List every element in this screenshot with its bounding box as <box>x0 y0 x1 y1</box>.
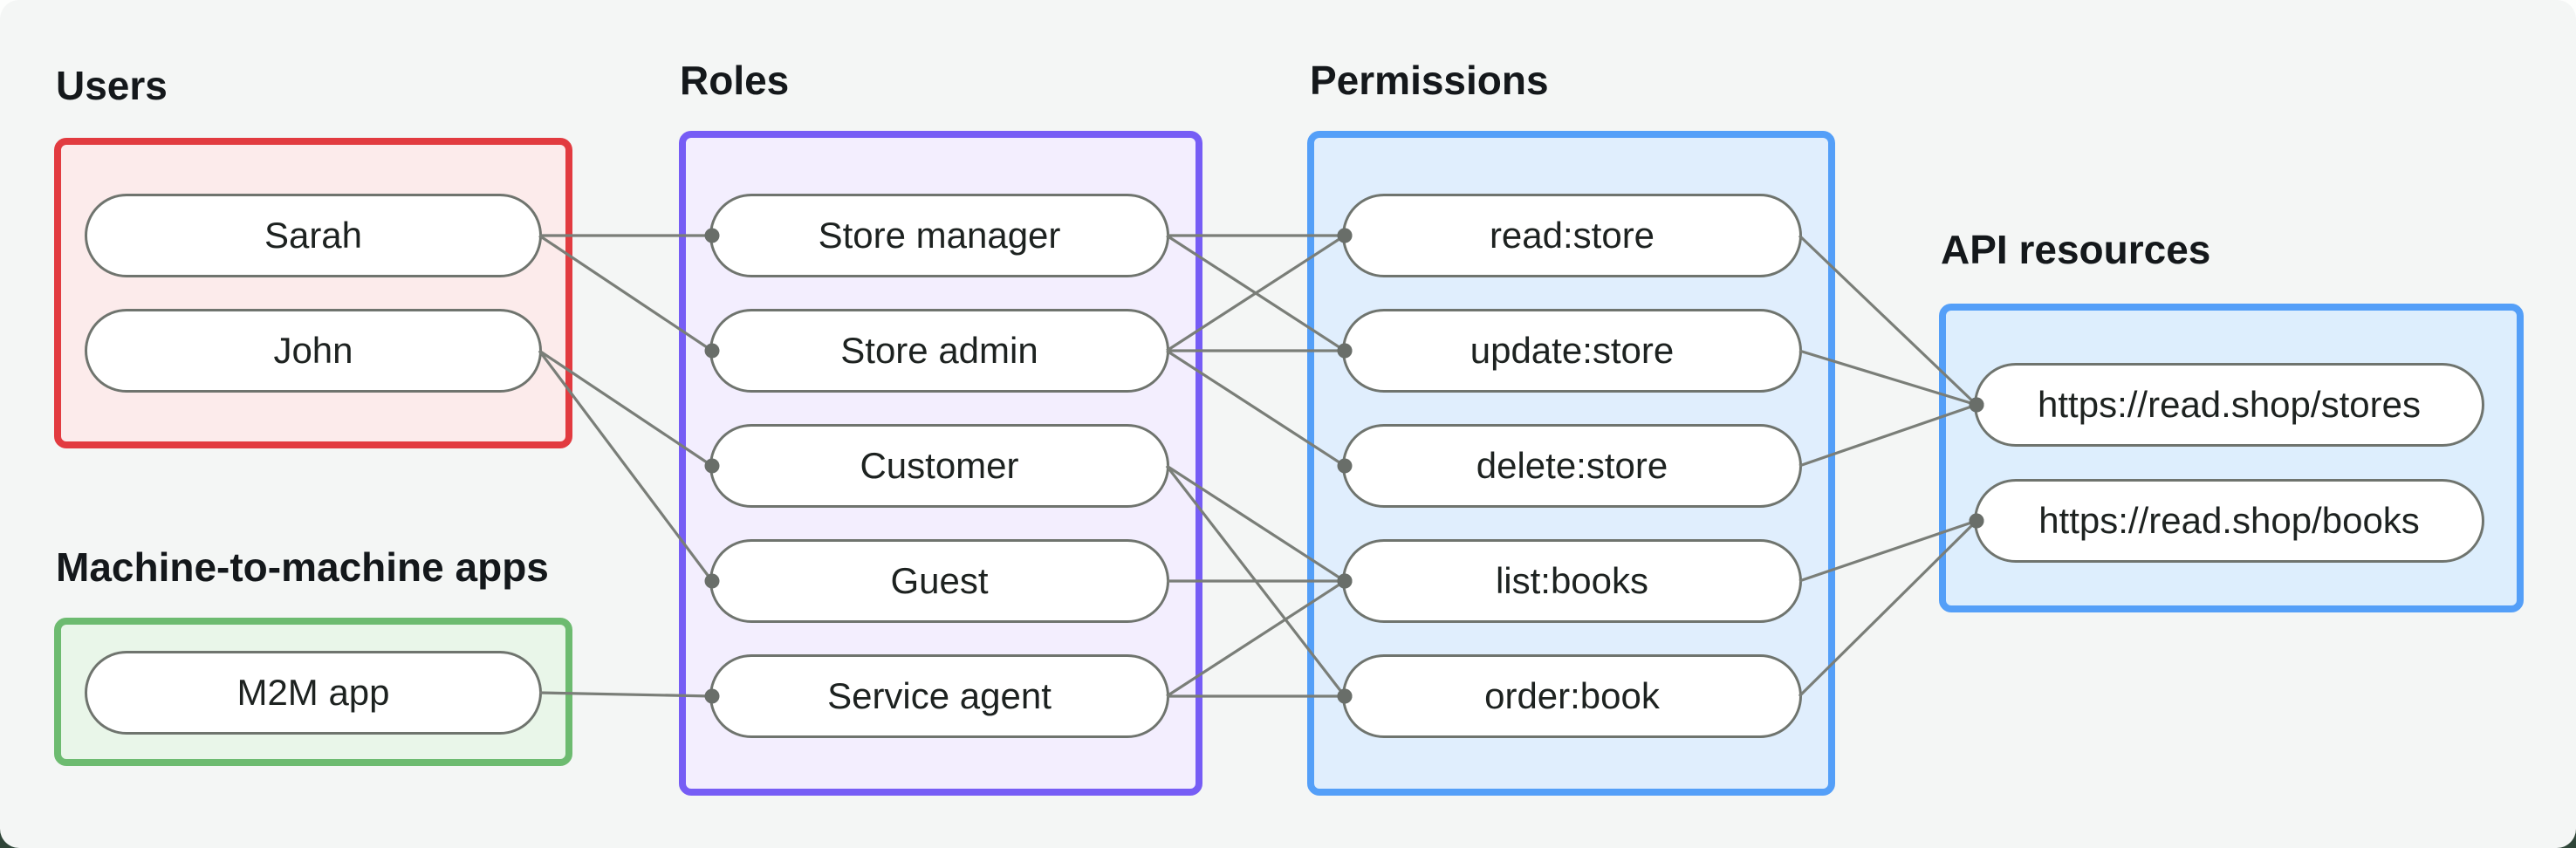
node-label: Customer <box>860 445 1019 486</box>
node-user-john: John <box>85 309 542 393</box>
node-role-guest: Guest <box>709 539 1169 623</box>
node-label: update:store <box>1470 330 1675 371</box>
api-resources-group-label: API resources <box>1941 227 2211 272</box>
m2m-group-label: Machine-to-machine apps <box>56 544 549 590</box>
node-api-resource-books: https://read.shop/books <box>1974 479 2484 563</box>
node-label: list:books <box>1495 560 1649 601</box>
node-role-customer: Customer <box>709 424 1169 508</box>
node-label: https://read.shop/books <box>2038 500 2420 541</box>
users-group-box <box>54 138 572 448</box>
node-label: M2M app <box>236 672 390 713</box>
node-role-service-agent: Service agent <box>709 654 1169 738</box>
node-role-store-admin: Store admin <box>709 309 1169 393</box>
node-label: Service agent <box>827 675 1052 716</box>
users-group-label: Users <box>56 63 168 108</box>
node-permission-delete-store: delete:store <box>1342 424 1802 508</box>
node-permission-update-store: update:store <box>1342 309 1802 393</box>
node-user-sarah: Sarah <box>85 194 542 277</box>
api-resources-group-box <box>1939 304 2524 612</box>
node-permission-order-book: order:book <box>1342 654 1802 738</box>
node-label: Sarah <box>264 215 363 256</box>
node-label: delete:store <box>1476 445 1668 486</box>
node-label: read:store <box>1489 215 1655 256</box>
node-label: Guest <box>890 560 989 601</box>
node-label: Store admin <box>840 330 1038 371</box>
node-permission-read-store: read:store <box>1342 194 1802 277</box>
node-role-store-manager: Store manager <box>709 194 1169 277</box>
node-api-resource-stores: https://read.shop/stores <box>1974 363 2484 447</box>
node-label: order:book <box>1484 675 1660 716</box>
node-permission-list-books: list:books <box>1342 539 1802 623</box>
permissions-group-label: Permissions <box>1310 58 1549 103</box>
node-label: Store manager <box>818 215 1061 256</box>
node-label: John <box>273 330 353 371</box>
roles-group-label: Roles <box>680 58 790 103</box>
node-label: https://read.shop/stores <box>2038 384 2421 425</box>
node-m2m-app: M2M app <box>85 651 542 735</box>
